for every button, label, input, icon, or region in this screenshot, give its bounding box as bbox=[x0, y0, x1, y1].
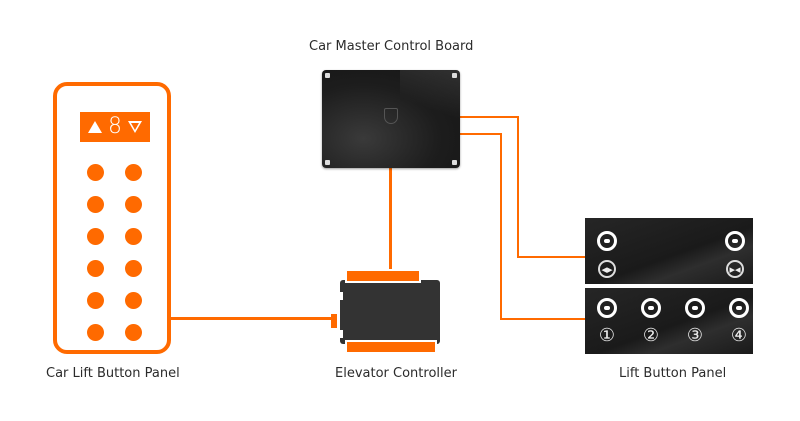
screw bbox=[452, 160, 457, 165]
call-button[interactable] bbox=[597, 231, 617, 251]
controller-notch bbox=[333, 330, 343, 338]
brand-logo-icon bbox=[384, 108, 398, 124]
floor-button[interactable] bbox=[125, 228, 142, 245]
controller-top-bar bbox=[347, 271, 419, 281]
floor-button[interactable] bbox=[125, 196, 142, 213]
screw bbox=[325, 73, 330, 78]
floor-button[interactable] bbox=[125, 292, 142, 309]
wire-car-panel-to-controller bbox=[171, 317, 333, 320]
wire-master-to-controller bbox=[389, 168, 392, 272]
car-lift-button-panel: 8 bbox=[53, 82, 171, 354]
call-button[interactable] bbox=[685, 298, 705, 318]
floor-number-label: ② bbox=[642, 324, 660, 346]
floor-button[interactable] bbox=[87, 164, 104, 181]
master-board-label: Car Master Control Board bbox=[309, 39, 474, 54]
wire-master-to-lift-top-h1 bbox=[460, 116, 518, 118]
floor-button[interactable] bbox=[87, 260, 104, 277]
controller-notch bbox=[333, 292, 343, 300]
wire-master-to-lift-bottom-v bbox=[500, 133, 502, 319]
wire-master-to-lift-bottom-h1 bbox=[460, 133, 501, 135]
up-arrow-icon bbox=[88, 121, 102, 133]
floor-number-label: ③ bbox=[686, 324, 704, 346]
floor-number-label: ④ bbox=[730, 324, 748, 346]
controller-bottom-bar bbox=[347, 342, 435, 352]
floor-button[interactable] bbox=[87, 324, 104, 341]
floor-button[interactable] bbox=[87, 292, 104, 309]
wire-master-to-lift-top-h2 bbox=[517, 256, 585, 258]
door-open-icon[interactable]: ◂▸ bbox=[598, 260, 616, 278]
floor-button[interactable] bbox=[125, 260, 142, 277]
floor-number-label: ① bbox=[598, 324, 616, 346]
screw bbox=[452, 73, 457, 78]
lift-button-panel-bottom: ① ② ③ ④ bbox=[585, 288, 753, 354]
screw bbox=[325, 160, 330, 165]
floor-button[interactable] bbox=[87, 228, 104, 245]
wire-master-to-lift-bottom-h2 bbox=[500, 318, 585, 320]
controller-label: Elevator Controller bbox=[335, 366, 457, 381]
lift-button-panel-top: ◂▸ ▸◂ bbox=[585, 218, 753, 284]
call-button[interactable] bbox=[725, 231, 745, 251]
floor-button[interactable] bbox=[87, 196, 104, 213]
call-button[interactable] bbox=[641, 298, 661, 318]
floor-display: 8 bbox=[80, 112, 150, 142]
floor-number: 8 bbox=[108, 114, 122, 139]
call-button[interactable] bbox=[729, 298, 749, 318]
lift-panel-label: Lift Button Panel bbox=[619, 366, 727, 381]
elevator-controller bbox=[340, 280, 440, 344]
controller-port bbox=[331, 314, 337, 328]
wire-master-to-lift-top-v bbox=[517, 116, 519, 257]
floor-button[interactable] bbox=[125, 324, 142, 341]
car-master-control-board bbox=[322, 70, 460, 168]
car-panel-label: Car Lift Button Panel bbox=[46, 366, 180, 381]
call-button[interactable] bbox=[597, 298, 617, 318]
floor-button[interactable] bbox=[125, 164, 142, 181]
down-arrow-icon bbox=[128, 121, 142, 133]
door-close-icon[interactable]: ▸◂ bbox=[726, 260, 744, 278]
